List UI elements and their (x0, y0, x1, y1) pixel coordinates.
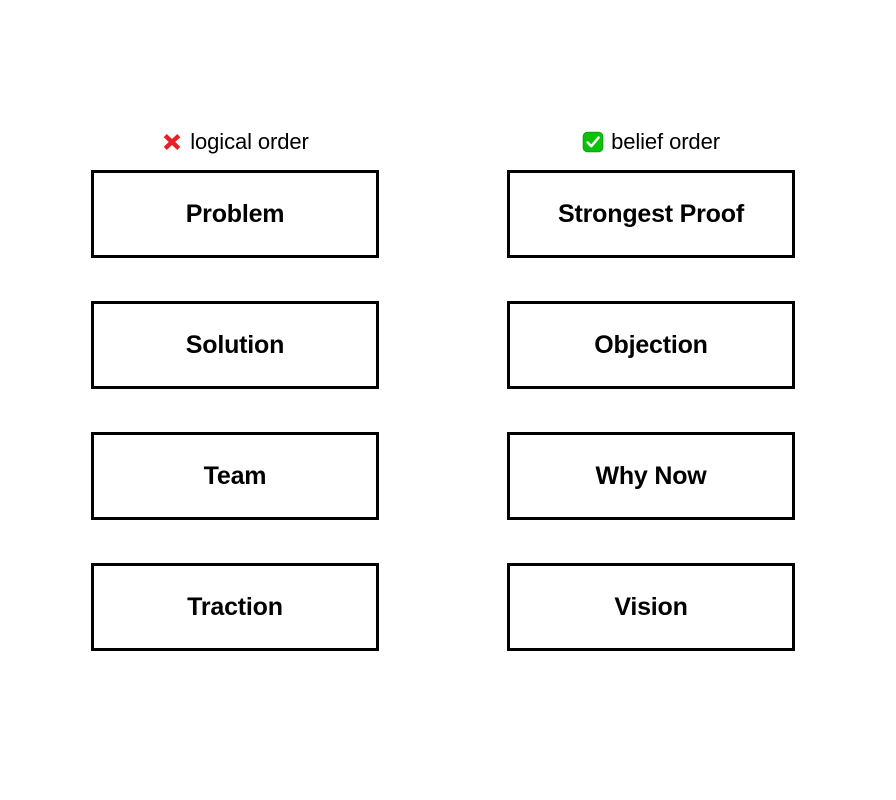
flow-box[interactable]: Problem (91, 170, 379, 258)
column-header-belief-order: belief order (507, 120, 795, 164)
flow-box[interactable]: Objection (507, 301, 795, 389)
flow-box-label: Traction (187, 592, 283, 621)
flow-box-label: Problem (185, 199, 285, 228)
column-belief-order: belief order Strongest Proof Objection W… (507, 120, 795, 651)
column-header-label: logical order (190, 129, 309, 154)
flow-box-label: Vision (614, 592, 688, 621)
flow-box[interactable]: Solution (91, 301, 379, 389)
flow-box-label: Strongest Proof (558, 199, 744, 228)
flow-box[interactable]: Why Now (507, 432, 795, 520)
cross-mark-icon (161, 131, 183, 153)
flow-box-label: Team (203, 461, 267, 490)
flow-box[interactable]: Strongest Proof (507, 170, 795, 258)
box-list-belief-order: Strongest Proof Objection Why Now Vision (507, 170, 795, 651)
flow-box-label: Why Now (595, 461, 707, 490)
flow-box[interactable]: Traction (91, 563, 379, 651)
column-header-label: belief order (611, 129, 720, 154)
flow-box[interactable]: Team (91, 432, 379, 520)
flow-box-label: Objection (594, 330, 708, 359)
column-header-logical-order: logical order (91, 120, 379, 164)
check-mark-button-icon (582, 131, 604, 153)
box-list-logical-order: Problem Solution Team Traction (91, 170, 379, 651)
flow-box-label: Solution (185, 330, 285, 359)
flow-box[interactable]: Vision (507, 563, 795, 651)
column-logical-order: logical order Problem Solution Team Trac… (91, 120, 379, 651)
